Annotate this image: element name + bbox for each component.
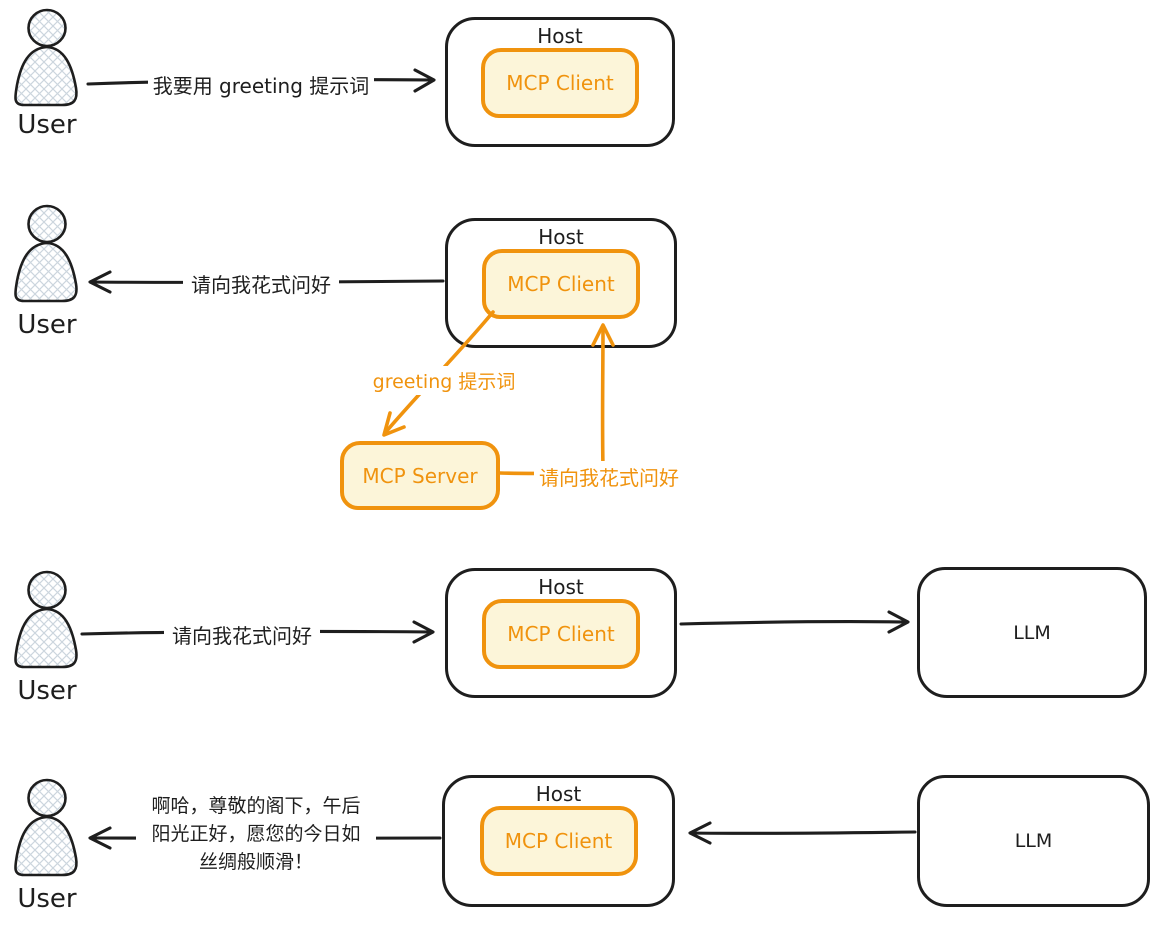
- host-box-row2: Host MCP Client: [445, 218, 677, 348]
- message-ask-fancy-greeting-to-client: 请向我花式问好: [534, 461, 684, 492]
- mcp-client-label: MCP Client: [507, 272, 615, 296]
- host-label: Host: [538, 225, 584, 249]
- user-label: User: [17, 884, 77, 914]
- mcp-client-box: MCP Client: [482, 249, 640, 319]
- message-llm-reply-line3: 丝绸般顺滑！: [198, 851, 313, 873]
- user-figure: [14, 778, 78, 877]
- llm-box-row4: LLM: [917, 775, 1150, 907]
- user-label: User: [17, 310, 77, 340]
- user-figure: [14, 8, 78, 107]
- user-label: User: [17, 110, 77, 140]
- host-label: Host: [535, 782, 582, 806]
- llm-label: LLM: [1013, 621, 1051, 644]
- user-label: User: [17, 676, 77, 706]
- mcp-server-box: MCP Server: [340, 441, 500, 510]
- user-figure: [14, 204, 78, 303]
- arrow-llm-to-host-row4: [688, 821, 917, 845]
- message-ask-fancy-greeting: 请向我花式问好: [164, 619, 320, 650]
- host-box-row1: Host MCP Client: [445, 17, 675, 147]
- mcp-client-label: MCP Client: [504, 829, 613, 853]
- mcp-client-label: MCP Client: [506, 71, 614, 95]
- arrow-host-to-llm-row3: [679, 610, 910, 634]
- message-greeting-prompt: greeting 提示词: [362, 366, 526, 395]
- mcp-server-label: MCP Server: [362, 463, 478, 488]
- message-llm-reply-line2: 阳光正好，愿您的今日如: [151, 823, 361, 845]
- host-label: Host: [538, 575, 584, 599]
- message-llm-reply-line1: 啊哈，尊敬的阁下，午后: [151, 795, 361, 817]
- mcp-client-label: MCP Client: [507, 622, 615, 646]
- host-box-row4: Host MCP Client: [442, 775, 675, 907]
- llm-box-row3: LLM: [917, 567, 1147, 698]
- llm-label: LLM: [1014, 830, 1053, 852]
- mcp-client-box: MCP Client: [482, 599, 640, 669]
- message-ask-fancy-greeting: 请向我花式问好: [183, 268, 339, 299]
- mcp-client-box: MCP Client: [479, 806, 638, 876]
- host-box-row3: Host MCP Client: [445, 568, 677, 698]
- message-use-greeting-prompt: 我要用 greeting 提示词: [148, 69, 374, 100]
- user-figure: [14, 570, 78, 669]
- message-llm-reply: 啊哈，尊敬的阁下，午后 阳光正好，愿您的今日如 丝绸般顺滑！: [136, 792, 376, 876]
- host-label: Host: [537, 24, 583, 48]
- mcp-client-box: MCP Client: [481, 48, 639, 118]
